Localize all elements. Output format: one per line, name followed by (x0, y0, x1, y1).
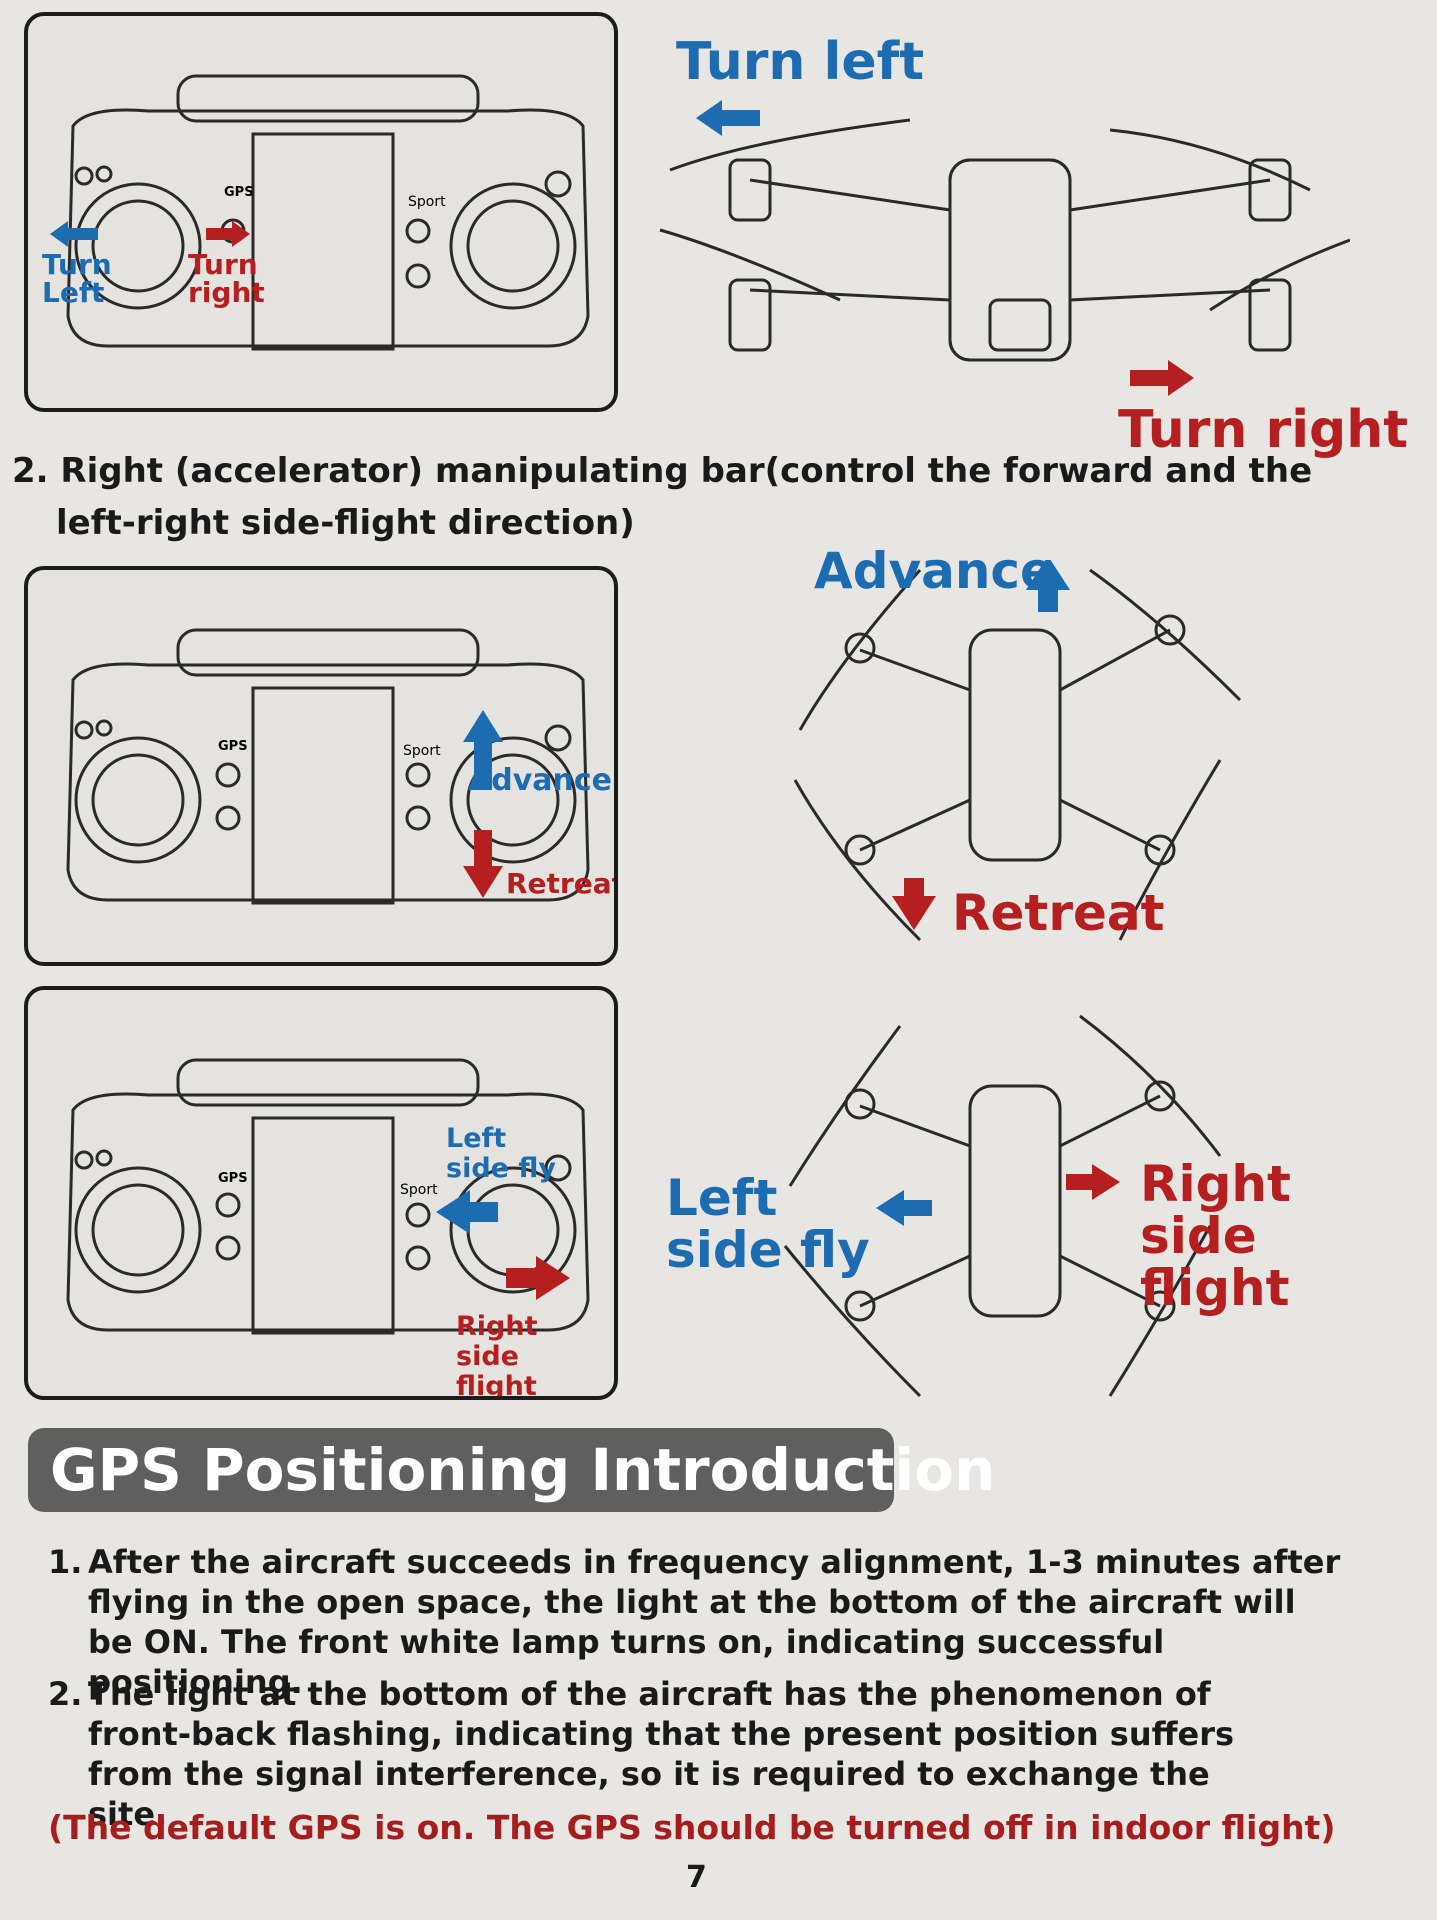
controller-panel-side: GPS Sport Left side fly Right side fligh… (24, 986, 618, 1400)
svg-text:GPS: GPS (224, 185, 254, 200)
right-side-arrow-icon (506, 1256, 570, 1300)
controller-panel-advance: GPS Sport Advance Retreat (24, 566, 618, 966)
gps-item-1: 1. After the aircraft succeeds in freque… (48, 1542, 1348, 1702)
section-heading: GPS Positioning Introduction (28, 1428, 995, 1512)
gps-note: (The default GPS is on. The GPS should b… (48, 1808, 1336, 1847)
controller-illustration: GPS Sport (66, 628, 590, 905)
controller-illustration: GPS Sport (50, 74, 590, 351)
drone-right-side-arrow-icon (1066, 1164, 1120, 1200)
drone-turn-right-arrow-icon (1130, 360, 1194, 396)
page-number: 7 (686, 1860, 707, 1895)
drone-top-illustration-side (783, 1014, 1222, 1398)
panel1-turn-right-label: Turn right (188, 248, 265, 309)
panel1-turn-left-label: Turn Left (42, 248, 112, 309)
panel2-advance-label: Advance (468, 763, 612, 798)
panel3-left-side-label: Left side fly (446, 1123, 556, 1184)
retreat-arrow-icon (463, 830, 503, 898)
controller-panel-turn: GPS Sport Turn Left Turn right (24, 12, 618, 412)
item-number: 1. (48, 1543, 83, 1581)
drone-right-side-label: Right side flight (1140, 1155, 1291, 1317)
drone-turn-right-label: Turn right (1118, 400, 1409, 460)
turn-right-arrow-icon (206, 221, 250, 247)
drone-left-side-label: Left side fly (666, 1169, 870, 1279)
drone-turn-left-label: Turn left (676, 32, 925, 92)
drone-advance-label: Advance (814, 542, 1054, 600)
drone-retreat-arrow-icon (892, 878, 936, 930)
controller-illustration: GPS Sport (66, 1058, 590, 1335)
left-side-arrow-icon (436, 1190, 498, 1234)
item-text: The light at the bottom of the aircraft … (88, 1675, 1235, 1833)
drone-turn-left-arrow-icon (696, 100, 760, 136)
turn-left-arrow-icon (50, 221, 98, 247)
svg-text:Sport: Sport (408, 194, 446, 210)
item-text: After the aircraft succeeds in frequency… (88, 1543, 1341, 1701)
svg-text:Sport: Sport (400, 1182, 438, 1198)
drone-retreat-label: Retreat (952, 884, 1165, 942)
drone-top-illustration-advance (793, 560, 1242, 942)
gps-item-2: 2. The light at the bottom of the aircra… (48, 1674, 1288, 1834)
section2-line1: 2. Right (accelerator) manipulating bar(… (12, 451, 1313, 491)
section2-line2: left-right side-flight direction) (56, 503, 635, 543)
drone-advance-arrow-icon (1026, 560, 1070, 612)
panel2-retreat-label: Retreat (506, 867, 618, 900)
item-number: 2. (48, 1675, 83, 1713)
panel3-right-side-label: Right side flight (456, 1311, 538, 1400)
drone-left-side-arrow-icon (876, 1190, 932, 1226)
svg-text:GPS: GPS (218, 739, 248, 754)
advance-arrow-icon (463, 710, 503, 790)
svg-text:Sport: Sport (403, 743, 441, 759)
drone-side-illustration (659, 100, 1350, 396)
svg-text:GPS: GPS (218, 1171, 248, 1186)
